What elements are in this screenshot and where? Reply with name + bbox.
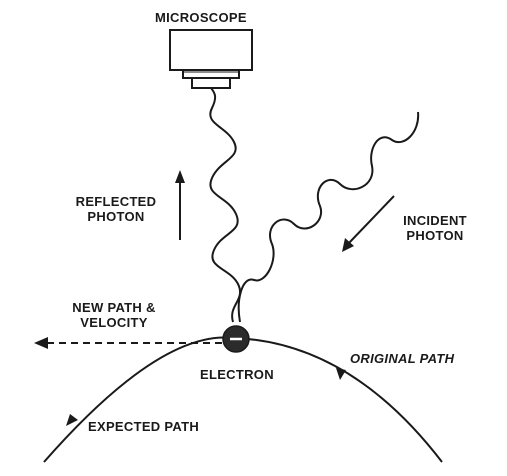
reflected-photon-wave bbox=[209, 87, 241, 323]
electron-label: ELECTRON bbox=[200, 367, 274, 382]
reflected-photon-label-line2: PHOTON bbox=[87, 209, 145, 224]
expected-path-label: EXPECTED PATH bbox=[88, 419, 200, 434]
new-path-label-line1: NEW PATH & bbox=[72, 300, 156, 315]
expected-path-arrowhead-icon bbox=[66, 414, 78, 426]
incident-photon-label-line1: INCIDENT bbox=[403, 213, 467, 228]
incident-arrow-icon bbox=[342, 195, 395, 252]
microscope-icon bbox=[169, 29, 253, 89]
microscope-collar bbox=[182, 69, 240, 79]
incident-photon-label-line2: PHOTON bbox=[406, 228, 464, 243]
reflected-photon-label: REFLECTED PHOTON bbox=[64, 194, 168, 224]
microscope-objective bbox=[191, 77, 231, 89]
original-path-label: ORIGINAL PATH bbox=[350, 351, 455, 366]
incident-photon-wave bbox=[237, 111, 420, 323]
reflected-photon-label-line1: REFLECTED bbox=[75, 194, 157, 209]
microscope-tube bbox=[169, 29, 253, 71]
new-path-label-line2: VELOCITY bbox=[80, 315, 148, 330]
electron-icon bbox=[222, 325, 250, 353]
original-path-arrowhead-icon bbox=[336, 368, 346, 380]
reflected-arrow-icon bbox=[175, 170, 185, 240]
microscope-label: MICROSCOPE bbox=[155, 10, 247, 25]
incident-photon-label: INCIDENT PHOTON bbox=[388, 213, 482, 243]
new-path-label: NEW PATH & VELOCITY bbox=[54, 300, 174, 330]
